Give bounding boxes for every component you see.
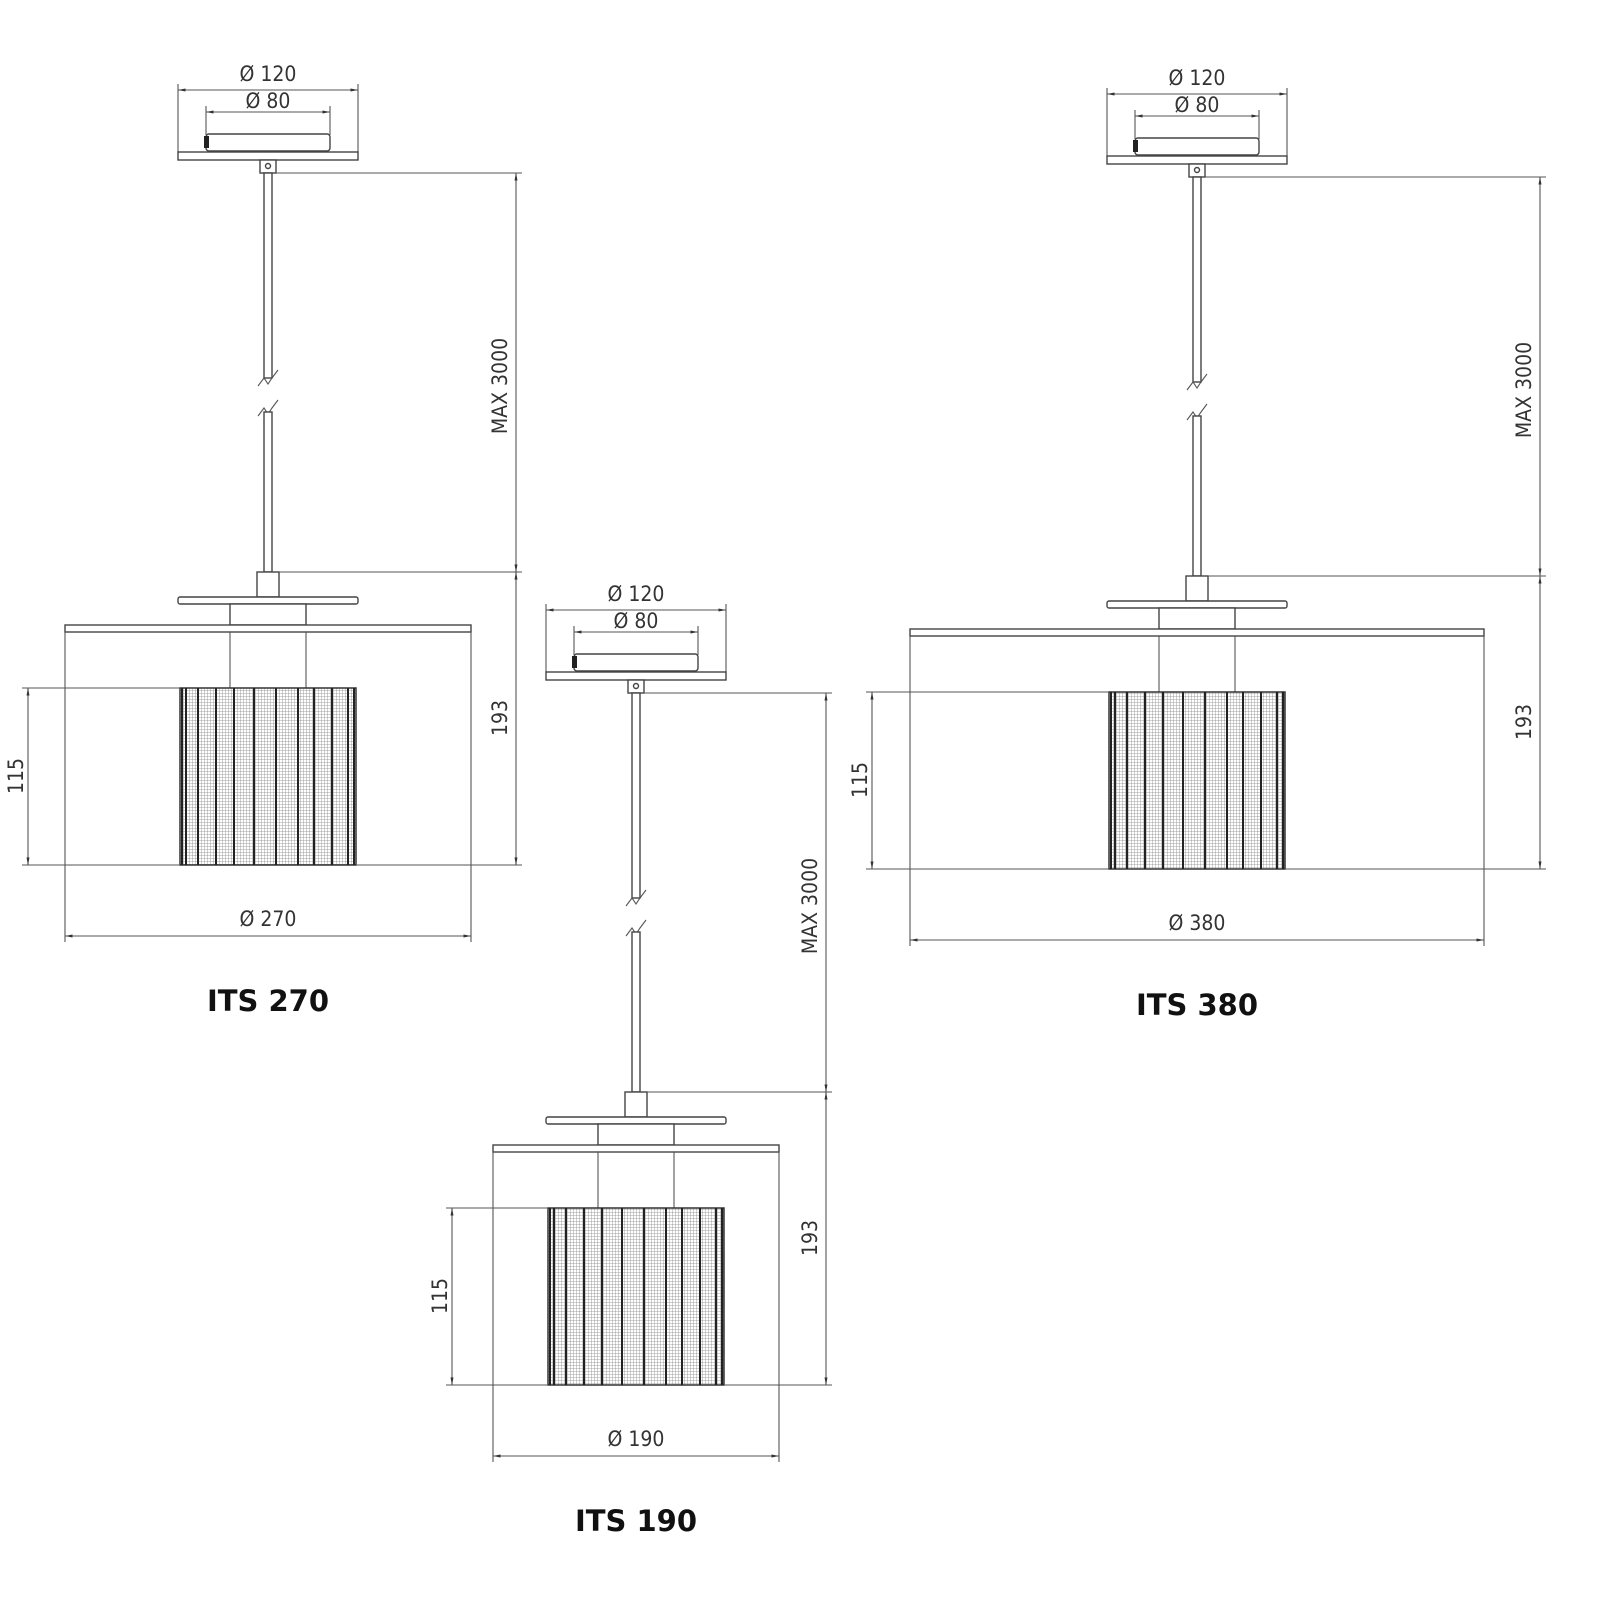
upper-plate [177,596,359,605]
suspension-rod-lower [631,931,641,1093]
canopy-inner-label: Ø 80 [1175,93,1220,117]
diameter-label: Ø 380 [1169,911,1226,935]
canopy-outer-label: Ø 120 [608,582,665,606]
canopy-tube-cap [572,656,577,668]
canopy-tube [205,133,331,152]
suspension-rod-upper [631,692,641,899]
reflector-disk [492,1144,780,1153]
collar [229,603,307,626]
shade-height-label: 115 [848,762,872,798]
model-title: ITS 270 [207,984,329,1018]
upper-plate [545,1116,727,1125]
canopy-tube [1134,137,1260,156]
shade-height-label: 115 [428,1278,452,1314]
canopy-tube-cap [204,136,209,148]
break-mark [625,889,647,907]
total-height-label: 193 [798,1220,822,1256]
canopy-tube [573,653,699,672]
canopy-inner-label: Ø 80 [614,609,659,633]
cable-length-label: MAX 3000 [798,858,822,954]
collar [1158,607,1236,630]
collar [597,1123,675,1146]
mesh-shade [1108,691,1286,870]
diameter-label: Ø 190 [608,1427,665,1451]
total-height-label: 193 [1512,704,1536,740]
canopy-plate [177,151,359,161]
canopy-plate [545,671,727,681]
diameter-label: Ø 270 [240,907,297,931]
canopy-outer-label: Ø 120 [1169,66,1226,90]
reflector-disk [64,624,472,633]
rod-clamp [256,571,280,598]
reflector-disk [909,628,1485,637]
suspension-rod-lower [1192,415,1202,577]
cable-length-label: MAX 3000 [488,338,512,434]
mesh-shade [547,1207,725,1386]
break-mark [257,369,279,387]
break-mark [1186,373,1208,391]
model-title: ITS 190 [575,1504,697,1538]
model-title: ITS 380 [1136,988,1258,1022]
canopy-plate [1106,155,1288,165]
suspension-rod-lower [263,411,273,573]
canopy-inner-label: Ø 80 [246,89,291,113]
rod-clamp [624,1091,648,1118]
connector-screw [264,162,272,170]
mesh-shade [179,687,357,866]
cable-length-label: MAX 3000 [1512,342,1536,438]
connector-screw [632,682,640,690]
upper-plate [1106,600,1288,609]
shade-height-label: 115 [4,758,28,794]
total-height-label: 193 [488,700,512,736]
suspension-rod-upper [263,172,273,379]
canopy-tube-cap [1133,140,1138,152]
suspension-rod-upper [1192,176,1202,383]
connector-screw [1193,166,1201,174]
rod-clamp [1185,575,1209,602]
canopy-outer-label: Ø 120 [240,62,297,86]
